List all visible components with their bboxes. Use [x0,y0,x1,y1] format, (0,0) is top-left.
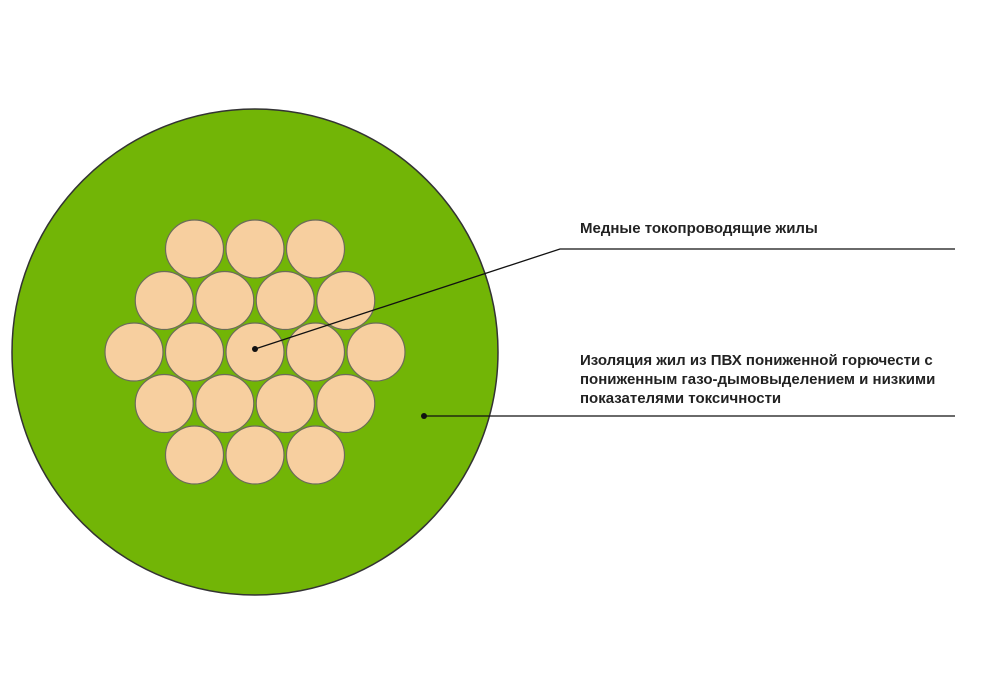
conductor-strand [164,425,225,485]
conductor-strand [285,322,346,382]
conductor-strand [164,322,225,382]
conductor-strand [285,219,346,279]
conductors-label: Медные токопроводящие жилы [580,219,960,238]
conductor-strand [164,219,225,279]
conductor-strand [346,322,406,382]
conductors-leader-line [254,248,955,350]
insulation-leader-dot [421,413,427,419]
conductors-label-line: Медные токопроводящие жилы [580,220,818,237]
conductor-strand [255,270,315,331]
conductor-strand [104,322,164,382]
conductor-strand [134,270,194,331]
insulation-label-line-2: пониженным газо-дымовыделением и низкими [580,371,936,388]
conductors-leader-dot [252,346,258,352]
conductor-strand [195,270,255,331]
conductor-strand [134,373,194,434]
conductor-strand [225,219,285,279]
insulation-label-line-1: Изоляция жил из ПВХ пониженной горючести… [580,352,933,369]
conductor-strand [285,425,346,485]
conductor-strand [316,270,376,331]
conductor-strand [225,425,285,485]
conductor-strand [316,373,376,434]
conductor-strand [195,373,255,434]
insulation-label: Изоляция жил из ПВХ пониженной горючести… [580,351,980,408]
conductor-strand [255,373,315,434]
insulation-label-line-3: показателями токсичности [580,390,782,407]
